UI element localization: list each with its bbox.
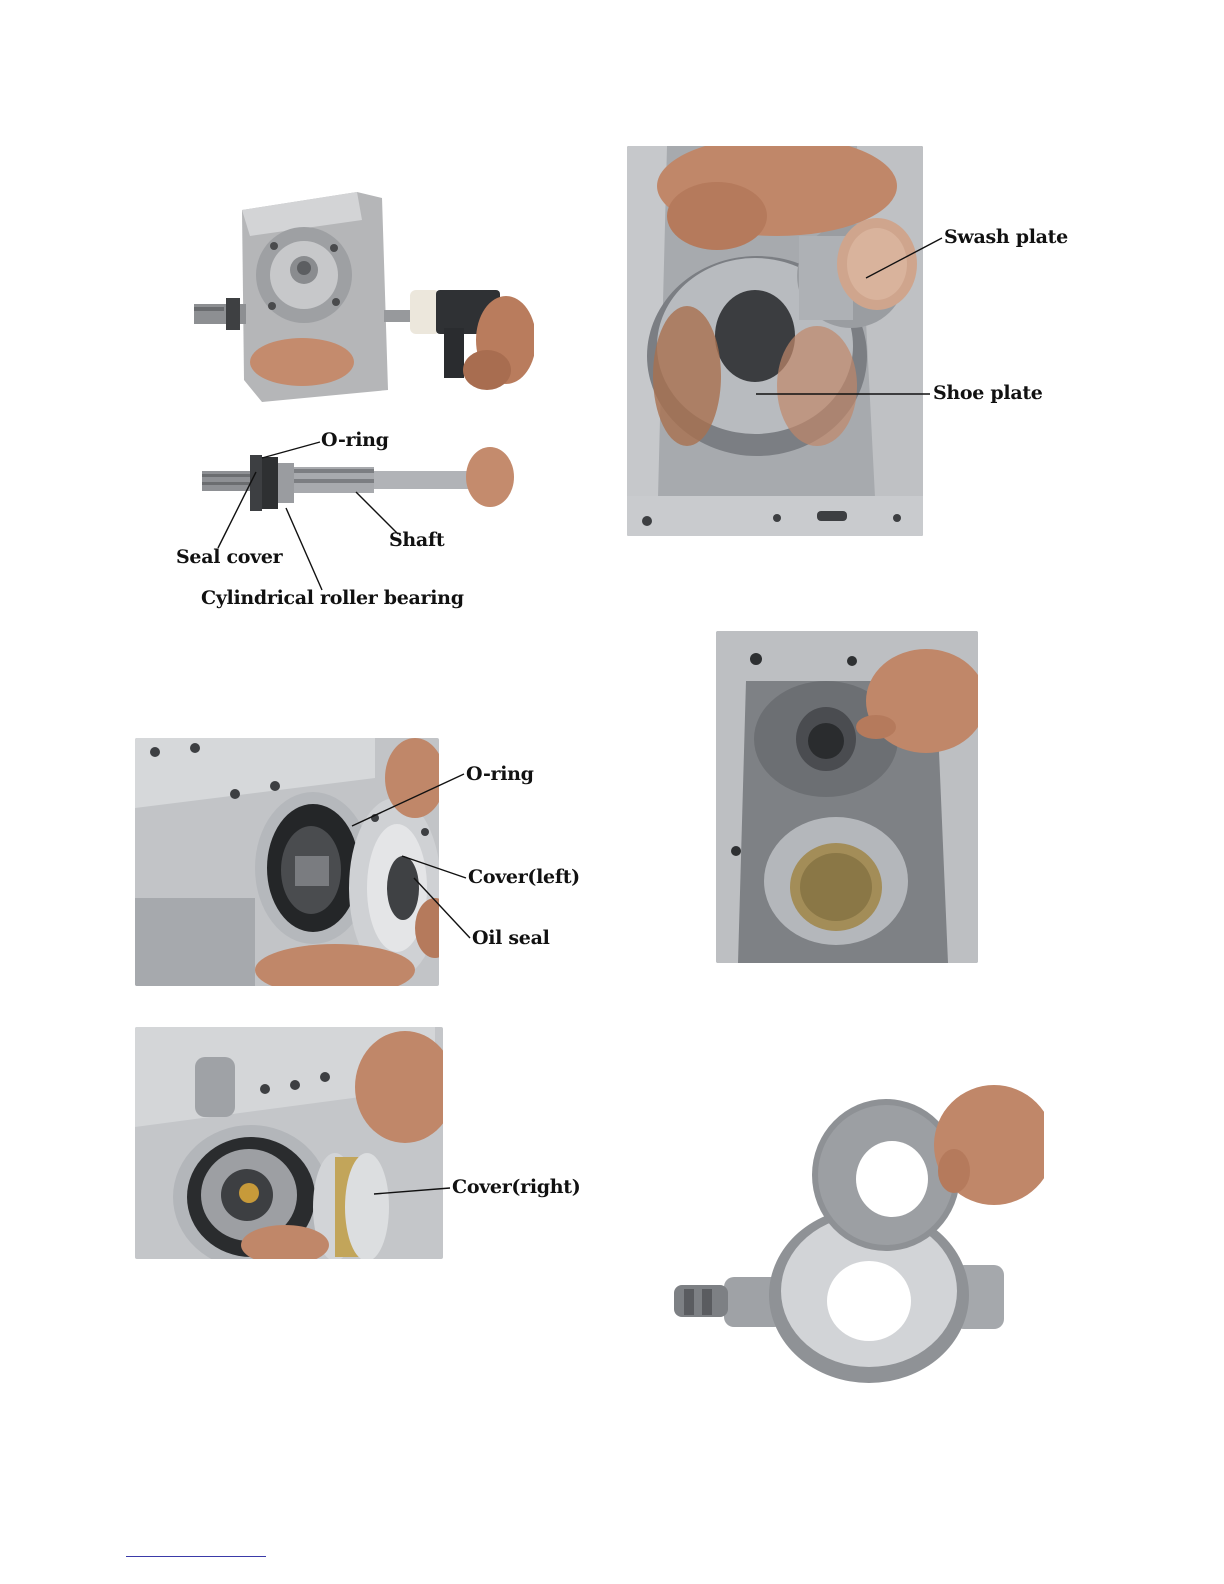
leader-cyl-bearing xyxy=(286,508,322,590)
label-o-ring-2: O-ring xyxy=(466,763,534,785)
label-o-ring-1: O-ring xyxy=(321,429,389,451)
photo-swash-washer xyxy=(654,1075,1044,1395)
photo-swash-plate xyxy=(627,146,923,536)
label-cover-left: Cover(left) xyxy=(468,866,580,888)
label-seal-cover: Seal cover xyxy=(176,546,282,568)
photo-cover-left xyxy=(135,738,439,986)
photo-cover-right xyxy=(135,1027,443,1259)
footer-rule xyxy=(126,1556,266,1557)
label-shoe-plate: Shoe plate xyxy=(933,382,1043,404)
label-shaft: Shaft xyxy=(389,529,444,551)
label-oil-seal: Oil seal xyxy=(472,927,550,949)
label-cover-right: Cover(right) xyxy=(452,1176,580,1198)
label-swash-plate: Swash plate xyxy=(944,226,1068,248)
photo-housing-bore xyxy=(716,631,978,963)
label-cylindrical-roller-bearing: Cylindrical roller bearing xyxy=(201,587,464,609)
photo-shaft-assembly xyxy=(198,443,516,519)
photo-housing-mallet xyxy=(192,190,534,406)
